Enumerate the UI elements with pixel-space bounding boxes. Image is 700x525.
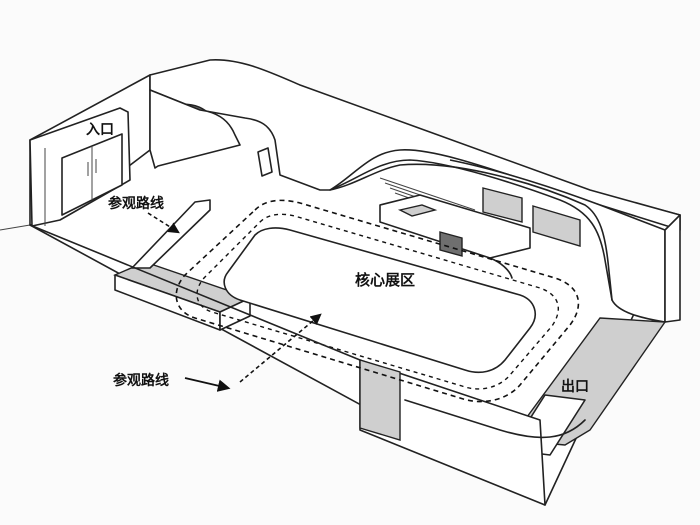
front-curve — [404, 399, 586, 439]
display-screen-2 — [532, 205, 581, 247]
entrance-label: 入口 — [86, 122, 114, 138]
core-zone-floor — [223, 227, 536, 374]
display-screen-1 — [482, 187, 523, 223]
route-label-top: 参观路线 — [108, 195, 164, 212]
front-wall-gray-block — [359, 359, 401, 441]
reception-desk-base — [489, 257, 513, 279]
route-arrow-top — [147, 212, 180, 234]
reception-desk-inset — [397, 204, 438, 217]
kiosk — [257, 147, 273, 177]
bench-side — [219, 297, 251, 331]
route-loop-outer — [175, 199, 580, 403]
route-arrow-bottom-solid — [184, 377, 231, 392]
exit-label: 出口 — [561, 378, 589, 395]
feature-wall-curve — [329, 163, 613, 301]
floor-bottom-edge — [29, 224, 361, 361]
floor-outer-line — [0, 224, 31, 231]
route-label-bottom: 参观路线 — [113, 372, 169, 389]
niche-wall — [149, 89, 241, 169]
right-wall — [664, 214, 681, 323]
route-arrow-diagonal — [239, 313, 322, 383]
partition-left — [131, 199, 211, 269]
feature-wall — [329, 159, 666, 323]
core-zone-label: 核心展区 — [355, 271, 415, 289]
